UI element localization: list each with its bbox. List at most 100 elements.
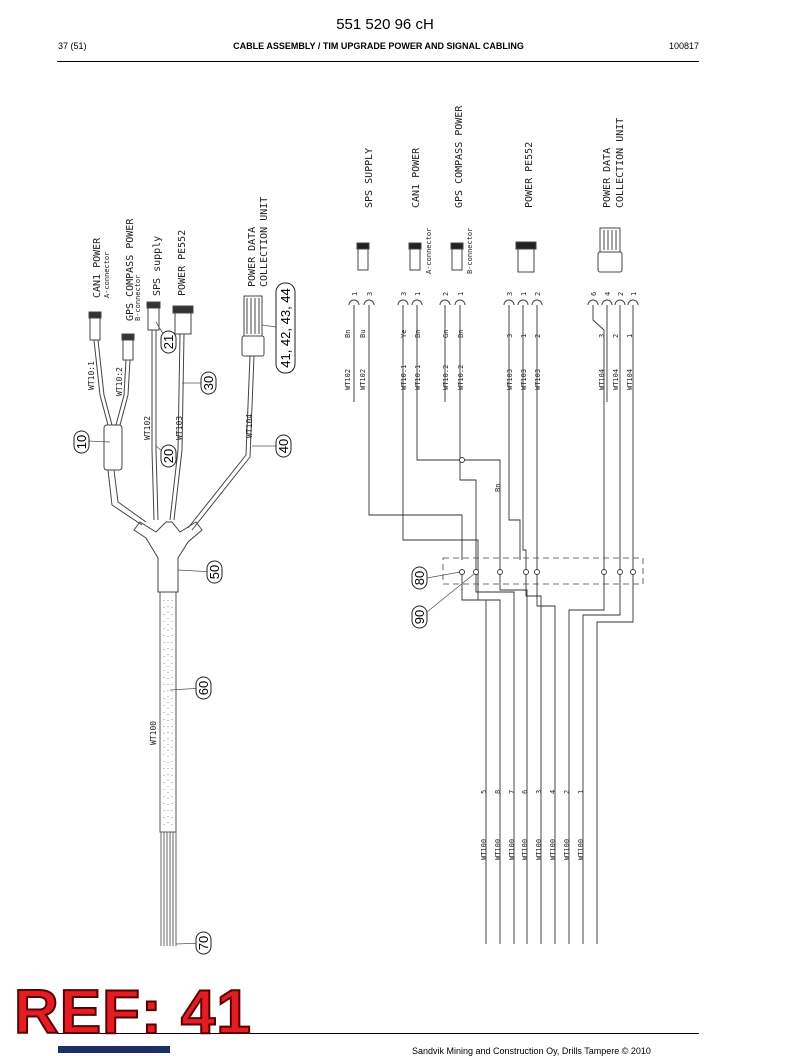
connector-sps xyxy=(146,301,161,331)
svg-text:50: 50 xyxy=(207,565,222,579)
schem-connector-sps xyxy=(356,242,370,271)
connector-data-collection xyxy=(241,295,265,357)
wire-id: WT103 xyxy=(534,369,542,390)
schem-connector-can1 xyxy=(408,242,422,271)
label-collection-unit: COLLECTION UNIT xyxy=(259,197,270,287)
trunk-wire-pin: 7 xyxy=(508,790,516,794)
wire-id: WT10.1 xyxy=(400,365,408,390)
splice-points xyxy=(459,457,636,575)
document-date-code: 100817 xyxy=(668,41,699,51)
label-power-pe552: POWER PE552 xyxy=(177,230,188,296)
trunk-wire-id: WT100 xyxy=(508,839,516,860)
trunk-wire-pin: 4 xyxy=(549,790,557,794)
wire-id: WT10.2 xyxy=(442,365,450,390)
cable-assembly-drawing xyxy=(88,295,265,946)
schem-label-sps-supply: SPS SUPPLY xyxy=(364,148,375,208)
footer-divider xyxy=(57,1033,699,1034)
connector-gps xyxy=(121,333,135,361)
wire-pin: 2 xyxy=(612,334,620,338)
connector-can1 xyxy=(88,311,102,341)
callout-41-44: 41, 42, 43, 44 xyxy=(275,282,296,374)
sandvik-logo xyxy=(58,1046,170,1053)
wire-pin: 1 xyxy=(626,334,634,338)
wire-pin: 1 xyxy=(520,334,528,338)
trunk-wire-id: WT100 xyxy=(563,839,571,860)
wire-color: Bn xyxy=(494,484,502,492)
svg-text:70: 70 xyxy=(196,936,211,950)
schem-connector-gps xyxy=(450,242,464,271)
pin-number: 1 xyxy=(351,292,359,296)
header-divider xyxy=(57,61,699,62)
svg-text:40: 40 xyxy=(276,439,291,453)
trunk-wire-id: WT100 xyxy=(535,839,543,860)
cable-id-wt104: WT104 xyxy=(245,414,254,438)
pin-number: 6 xyxy=(590,292,598,296)
trunk-wire-id: WT100 xyxy=(549,839,557,860)
wire-id: WT102 xyxy=(344,369,352,390)
schem-label-power-pe552: POWER PE552 xyxy=(524,142,535,208)
wire-id: WT102 xyxy=(359,369,367,390)
trunk-wire-pin: 5 xyxy=(480,790,488,794)
branch-wt102 xyxy=(151,330,155,521)
branch-wt10-1 xyxy=(97,339,113,426)
branch-wt10-1 xyxy=(93,339,109,426)
branch-wt102 xyxy=(155,330,159,521)
pin-number: 2 xyxy=(534,292,542,296)
wire-id: WT103 xyxy=(520,369,528,390)
wire-pin: 2 xyxy=(534,334,542,338)
pin-number: 3 xyxy=(506,292,514,296)
svg-text:20: 20 xyxy=(161,449,176,463)
branch-wt103 xyxy=(173,333,185,521)
wt10-splitter xyxy=(103,424,123,471)
wire-color: Bu xyxy=(359,330,367,338)
trunk-wire-pin: 6 xyxy=(521,790,529,794)
connector-pe552 xyxy=(172,305,194,335)
label-gps-compass-power: GPS COMPASS POWER xyxy=(125,218,136,321)
trunk-wire-id: WT100 xyxy=(521,839,529,860)
pin-number: 2 xyxy=(617,292,625,296)
callout-80: 80 xyxy=(411,566,428,590)
wire-pin: 3 xyxy=(506,334,514,338)
pin-number: 1 xyxy=(457,292,465,296)
callout-30: 30 xyxy=(200,371,217,395)
label-a-connector: A-connector xyxy=(103,252,111,298)
pin-number: 4 xyxy=(604,292,612,296)
label-can1-power: CAN1 POWER xyxy=(92,237,103,298)
callout-70: 70 xyxy=(195,931,212,955)
trunk-wire-id: WT100 xyxy=(494,839,502,860)
pin-number: 3 xyxy=(366,292,374,296)
svg-text:60: 60 xyxy=(196,681,211,695)
schem-connector-pe552 xyxy=(515,241,537,273)
pin-number: 3 xyxy=(400,292,408,296)
branch-wt10 xyxy=(113,469,147,523)
callout-21: 21 xyxy=(160,330,177,354)
branch-wt10-2 xyxy=(115,359,127,426)
cable-id-wt102: WT102 xyxy=(143,416,152,440)
svg-text:10: 10 xyxy=(74,435,89,449)
footer-copyright: Sandvik Mining and Construction Oy, Dril… xyxy=(412,1046,651,1056)
document-number: 551 520 96 cH xyxy=(336,16,434,33)
svg-text:80: 80 xyxy=(412,571,427,585)
callout-leaders-schematic xyxy=(426,571,475,613)
cable-id-wt100: WT100 xyxy=(149,721,158,745)
branch-wt104 xyxy=(187,355,251,529)
trunk-wire-id: WT100 xyxy=(480,839,488,860)
wire-color: Bn xyxy=(457,330,465,338)
wire-id: WT104 xyxy=(626,369,634,390)
wire-id: WT10.1 xyxy=(414,365,422,390)
loose-wire-ends xyxy=(160,832,177,946)
cable-id-wt10-2: WT10:2 xyxy=(115,367,124,396)
splice-housing xyxy=(442,557,644,585)
wire-color: Gn xyxy=(442,330,450,338)
pin-number: 1 xyxy=(414,292,422,296)
wire-color: Bn xyxy=(344,330,352,338)
cable-id-wt103: WT103 xyxy=(175,416,184,440)
schem-label-b-connector: B-connector xyxy=(466,228,474,274)
trunk-cable xyxy=(159,591,177,833)
ref-stamp: REF: 41 xyxy=(13,978,252,1047)
trunk-wire-pin: 1 xyxy=(577,790,585,794)
schem-label-can1-power: CAN1 POWER xyxy=(411,147,422,208)
schem-connector-data-collection xyxy=(597,227,623,273)
callout-50: 50 xyxy=(206,560,223,584)
